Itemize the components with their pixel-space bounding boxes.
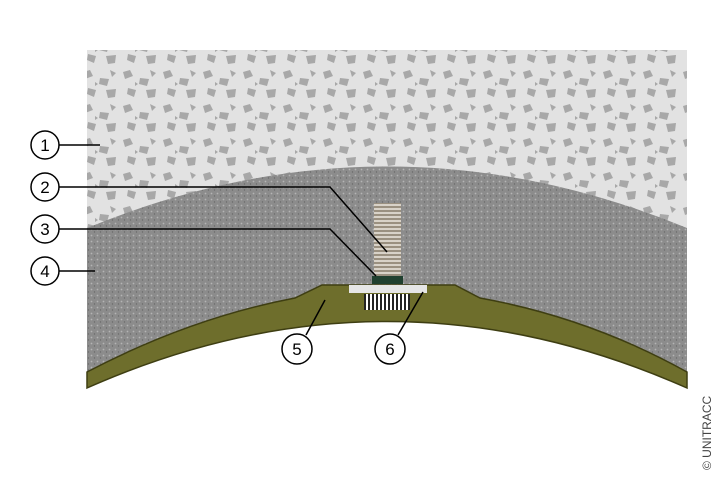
svg-text:3: 3 (40, 220, 49, 239)
leader-lines (59, 144, 424, 336)
callout-6: 6 (374, 333, 406, 365)
callout-1: 1 (30, 130, 60, 160)
svg-text:4: 4 (40, 262, 49, 281)
copyright-text: © UNITRACC (700, 395, 714, 470)
threaded-bolt (374, 203, 401, 277)
anchor-head (364, 294, 410, 310)
callout-3: 3 (30, 214, 60, 244)
nut (372, 276, 403, 284)
callout-2: 2 (30, 172, 60, 202)
callout-4: 4 (30, 256, 60, 286)
svg-text:2: 2 (40, 178, 49, 197)
svg-text:5: 5 (292, 340, 301, 359)
callout-5: 5 (281, 333, 313, 365)
anchor-plate (349, 285, 427, 293)
svg-text:1: 1 (40, 136, 49, 155)
svg-text:6: 6 (385, 340, 394, 359)
